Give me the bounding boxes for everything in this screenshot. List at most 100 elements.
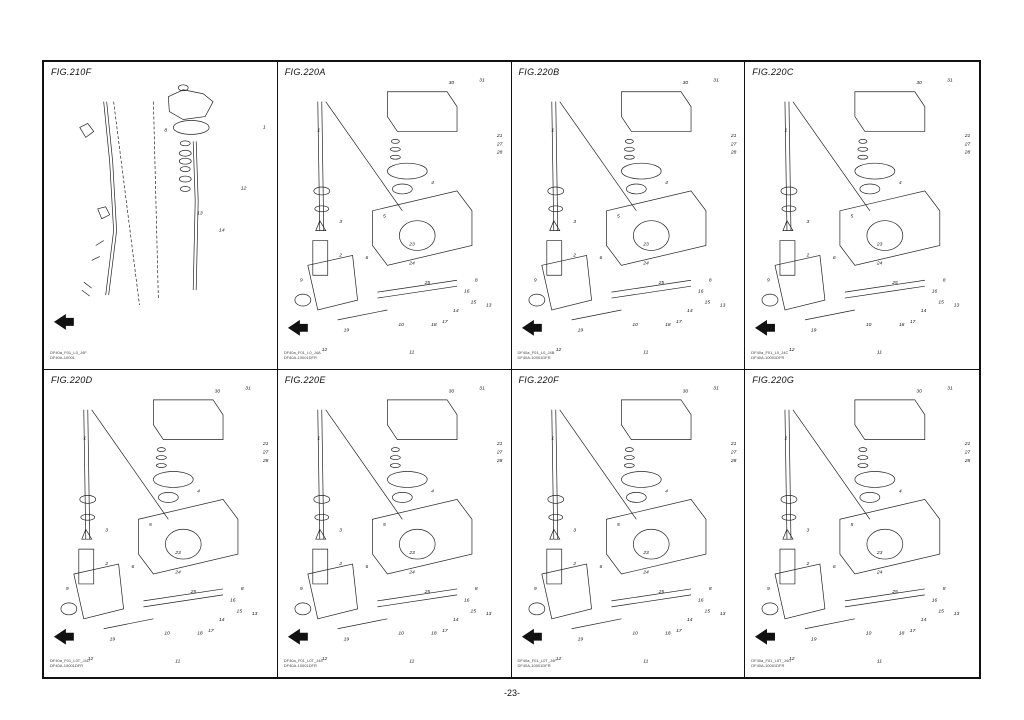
page-number: -23- (503, 688, 520, 698)
part-callout: 14 (453, 308, 459, 314)
exploded-diagram-220a: 3130261212728294222053232426925816151417… (287, 77, 503, 356)
part-callout: 1 (83, 435, 86, 441)
part-callout: 28 (964, 150, 971, 156)
part-callout: 19 (577, 327, 583, 333)
part-callout: 8 (708, 586, 711, 592)
part-callout: 10 (866, 322, 872, 328)
part-callout: 19 (110, 636, 116, 642)
part-callout: 15 (939, 608, 945, 614)
part-callout: 17 (676, 627, 682, 633)
part-callout: 5 (149, 522, 152, 528)
part-callout: 4 (899, 180, 902, 186)
part-callout: 28 (729, 150, 736, 156)
part-callout: 5 (851, 214, 854, 220)
exploded-diagram-220d: 3130261212728294222053232426925816151417… (53, 385, 269, 664)
part-callout: 18 (665, 322, 671, 328)
part-callout: 23 (876, 241, 883, 247)
part-callout: 12 (88, 655, 94, 661)
part-callout: 27 (262, 449, 269, 455)
part-callout: 13 (486, 611, 492, 617)
part-callout: 4 (431, 180, 434, 186)
part-callout: 11 (643, 658, 648, 664)
part-callout: 24 (642, 569, 649, 575)
part-callout: 2 (806, 252, 810, 258)
part-callout: 15 (704, 300, 710, 306)
part-callout: 16 (464, 289, 470, 295)
part-callout: 10 (398, 322, 404, 328)
part-callout: 21 (729, 441, 736, 447)
figure-title: FIG.220B (518, 67, 560, 77)
part-callout: 12 (322, 347, 328, 353)
part-callout: 9 (533, 586, 536, 592)
part-callout: 25 (423, 280, 430, 286)
part-callout: 2 (806, 561, 810, 567)
exploded-diagram-210f: 812171881351510320116479121314 (53, 84, 266, 330)
part-callout: 23 (642, 549, 649, 555)
parts-sheet: FIG.210F (42, 60, 981, 679)
part-callout: 28 (262, 457, 269, 463)
part-callout: 10 (164, 630, 170, 636)
part-callout: 24 (174, 569, 181, 575)
part-callout: 8 (241, 586, 244, 592)
part-callout: 17 (442, 319, 448, 325)
figure-panel-210f: FIG.210F (44, 62, 278, 370)
part-callout: 23 (642, 241, 649, 247)
part-callout: 2 (338, 561, 342, 567)
part-callout: 6 (599, 563, 602, 569)
part-callout: 5 (851, 522, 854, 528)
part-callout: 31 (245, 385, 251, 391)
forward-arrow-icon (53, 628, 74, 645)
part-callout: 30 (448, 388, 454, 394)
part-callout: 23 (174, 549, 181, 555)
exploded-diagram-220g: 3130261212728294222053232426925816151417… (755, 385, 971, 664)
part-callout: 14 (921, 308, 927, 314)
part-callout: 1 (317, 435, 320, 441)
part-callout: 9 (767, 586, 770, 592)
part-callout: 1 (263, 125, 266, 131)
diagram-serial: DF40A-10001 (50, 354, 75, 360)
part-callout: 31 (713, 77, 719, 83)
part-callout: 14 (453, 616, 459, 622)
forward-arrow-icon (521, 319, 542, 336)
part-callout: 5 (383, 522, 386, 528)
part-callout: 9 (66, 586, 69, 592)
part-callout: 11 (877, 350, 882, 356)
forward-arrow-icon (287, 319, 308, 336)
part-callout: 27 (729, 141, 736, 147)
part-callout: 8 (708, 277, 711, 283)
part-callout: 25 (423, 588, 430, 594)
diagram-serial: DF40A-10001DFR (50, 663, 84, 668)
diagram-serial: DF40A-10001DFR (283, 663, 317, 668)
part-callout: 31 (947, 77, 953, 83)
part-callout: 2 (338, 252, 342, 258)
part-callout: 9 (300, 586, 303, 592)
part-callout: 31 (479, 77, 485, 83)
part-callout: 18 (431, 322, 437, 328)
part-callout: 16 (698, 289, 704, 295)
part-callout: 13 (719, 302, 725, 308)
part-callout: 24 (876, 569, 883, 575)
part-callout: 4 (665, 488, 668, 494)
part-callout: 27 (496, 141, 503, 147)
part-callout: 30 (682, 388, 688, 394)
part-callout: 16 (932, 597, 938, 603)
part-callout: 10 (398, 630, 404, 636)
part-callout: 15 (470, 300, 476, 306)
diagram-code: DF40a_F01_L0T_J4E (283, 658, 324, 663)
part-callout: 15 (939, 300, 945, 306)
part-callout: 24 (408, 569, 415, 575)
part-callout: 19 (811, 327, 817, 333)
part-callout: 11 (409, 658, 414, 664)
part-callout: 15 (470, 608, 476, 614)
part-callout: 17 (208, 627, 214, 633)
part-callout: 5 (617, 522, 620, 528)
diagram-serial: DF40A-10001DFR (517, 354, 551, 360)
part-callout: 28 (729, 457, 736, 463)
diagram-code: DF40a_F01_L0T_J4G (751, 658, 792, 663)
part-callout: 31 (947, 385, 953, 391)
part-callout: 17 (676, 319, 682, 325)
part-callout: 12 (789, 347, 795, 353)
part-callout: 3 (573, 219, 576, 225)
part-callout: 19 (343, 327, 349, 333)
part-callout: 9 (300, 277, 303, 283)
